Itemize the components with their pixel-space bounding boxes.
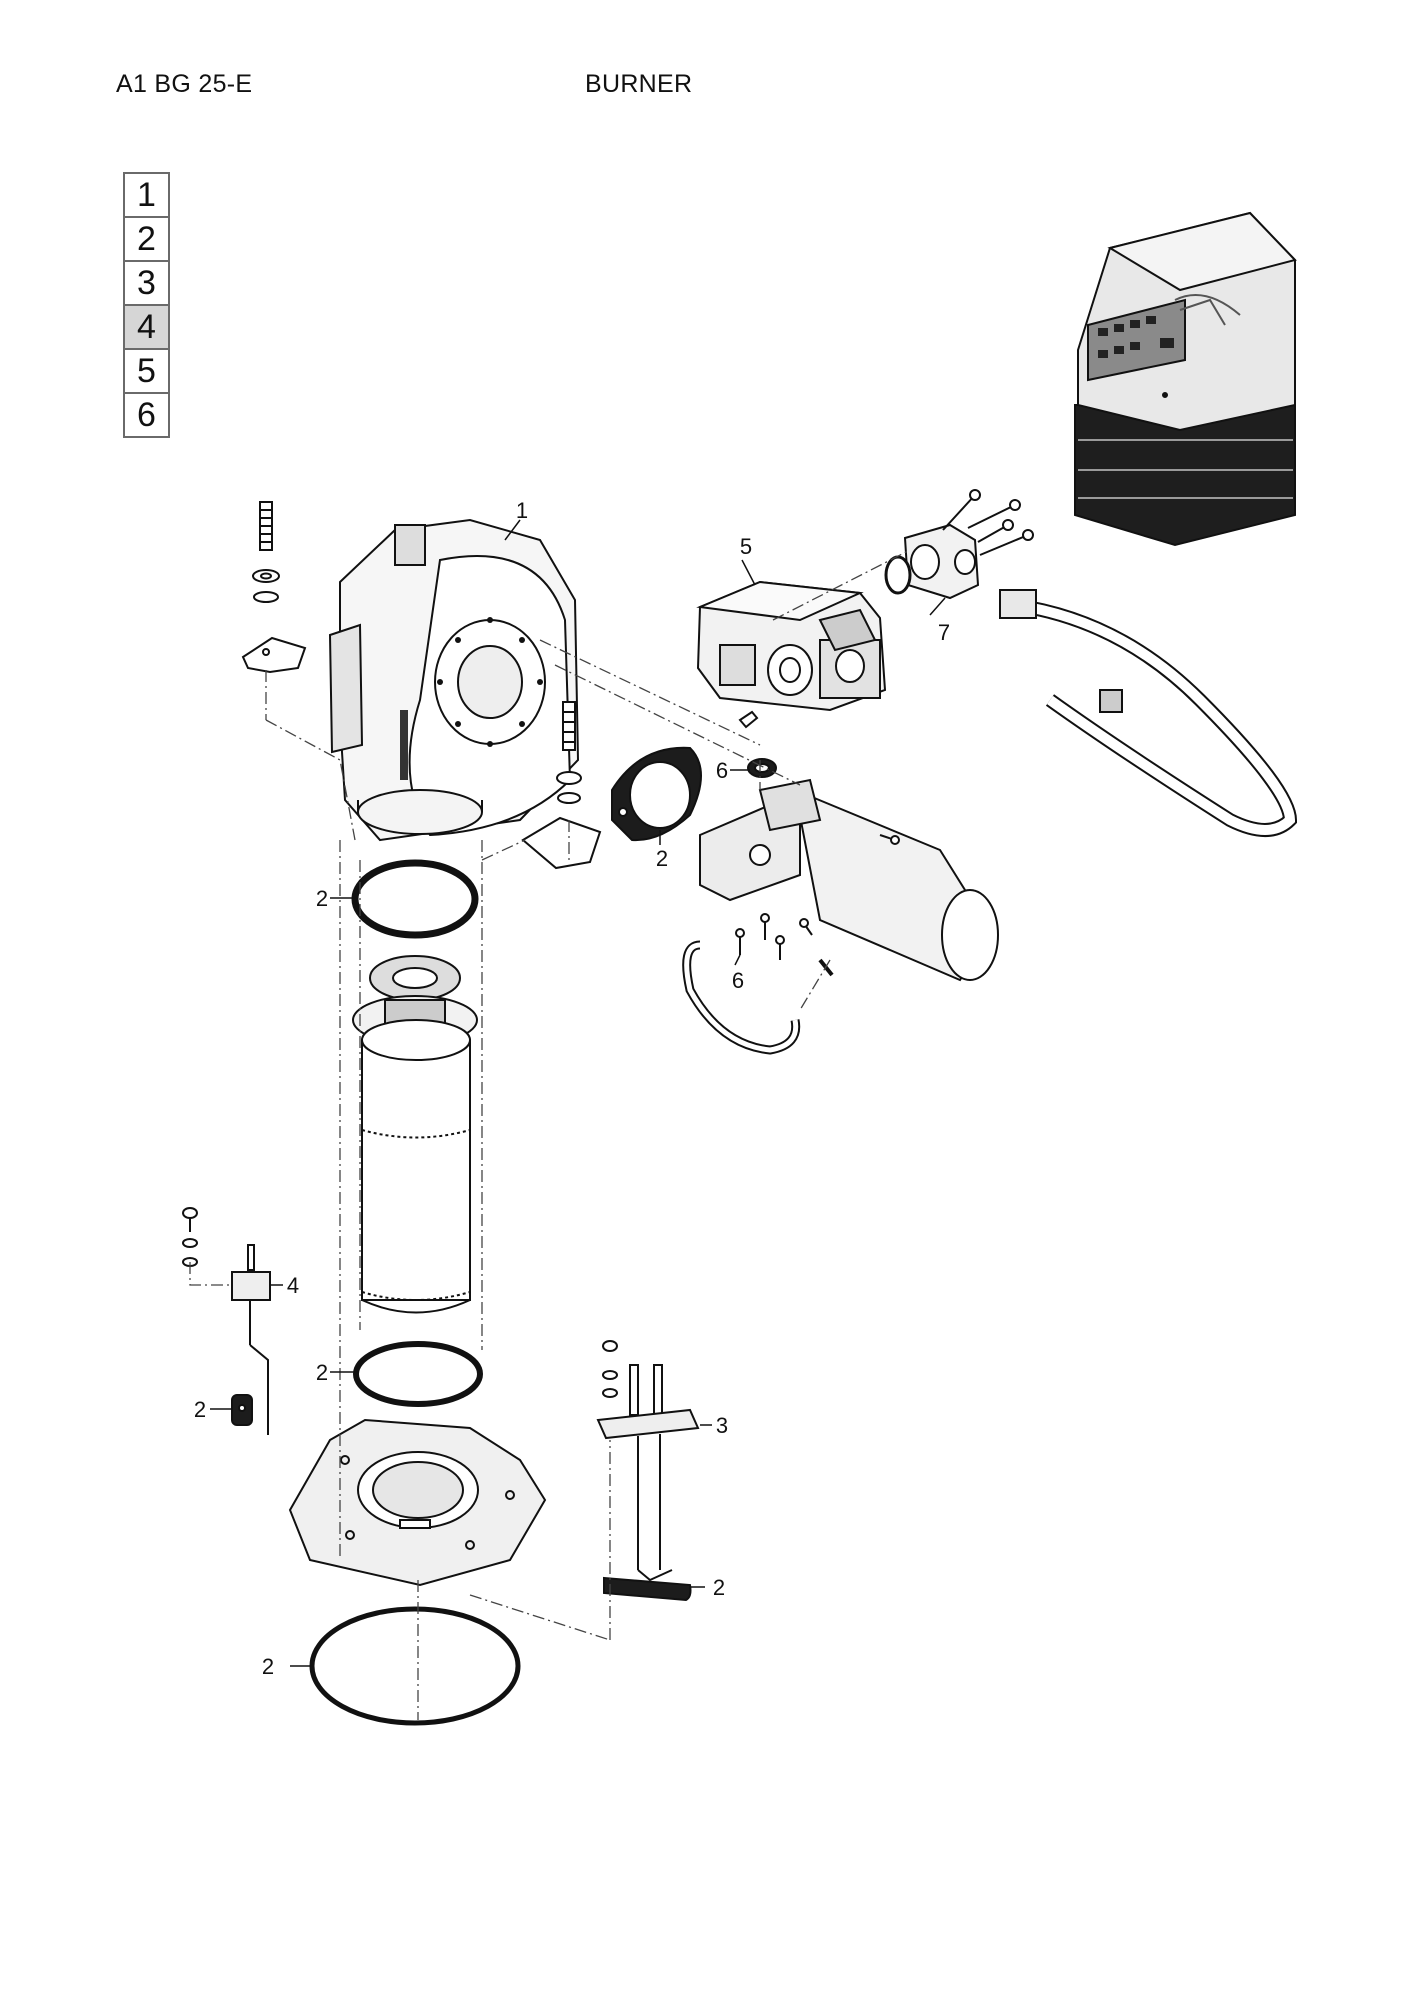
burner-unit-illustration [1074, 211, 1297, 547]
alignment-lines [189, 549, 911, 1720]
section-tab-5[interactable]: 5 [123, 348, 170, 394]
motor-assembly [699, 778, 999, 982]
threaded-stud-left [241, 501, 307, 674]
callout-5: 5 [740, 534, 752, 559]
callout-leaders [210, 519, 946, 1667]
gas-tube [682, 940, 834, 1055]
threaded-stud-center [521, 701, 602, 870]
gas-flange [884, 489, 1034, 600]
callout-6a: 6 [716, 758, 728, 783]
o-ring-bottom [309, 1606, 521, 1726]
section-tab-6[interactable]: 6 [123, 392, 170, 438]
gas-valve [696, 580, 887, 712]
callout-2c: 2 [316, 1360, 328, 1385]
ignition-electrode [596, 1340, 700, 1602]
callout-4: 4 [287, 1273, 299, 1298]
callout-2a: 2 [656, 846, 668, 871]
base-plate [288, 1418, 547, 1587]
screw [738, 710, 759, 729]
page-title: BURNER [585, 70, 693, 98]
callout-3: 3 [716, 1413, 728, 1438]
callout-2e: 2 [713, 1575, 725, 1600]
flame-tube [361, 1019, 471, 1314]
gas-hose [999, 589, 1298, 837]
callout-7: 7 [938, 620, 950, 645]
callout-2d: 2 [194, 1397, 206, 1422]
section-tabs: 1 2 3 4 5 6 [123, 172, 170, 438]
fan-housing [328, 518, 580, 842]
section-tab-4[interactable]: 4 [123, 304, 170, 350]
callout-6b: 6 [732, 968, 744, 993]
screws-6 [735, 913, 813, 960]
model-code: A1 BG 25-E [116, 70, 253, 98]
callout-1: 1 [516, 498, 528, 523]
ionisation-probe [182, 1207, 271, 1435]
callout-2f: 2 [262, 1654, 274, 1679]
callout-2b: 2 [316, 886, 328, 911]
o-ring-top [351, 859, 479, 939]
section-tab-2[interactable]: 2 [123, 216, 170, 262]
o-ring-middle [353, 1341, 483, 1407]
valve-gasket [611, 746, 702, 842]
